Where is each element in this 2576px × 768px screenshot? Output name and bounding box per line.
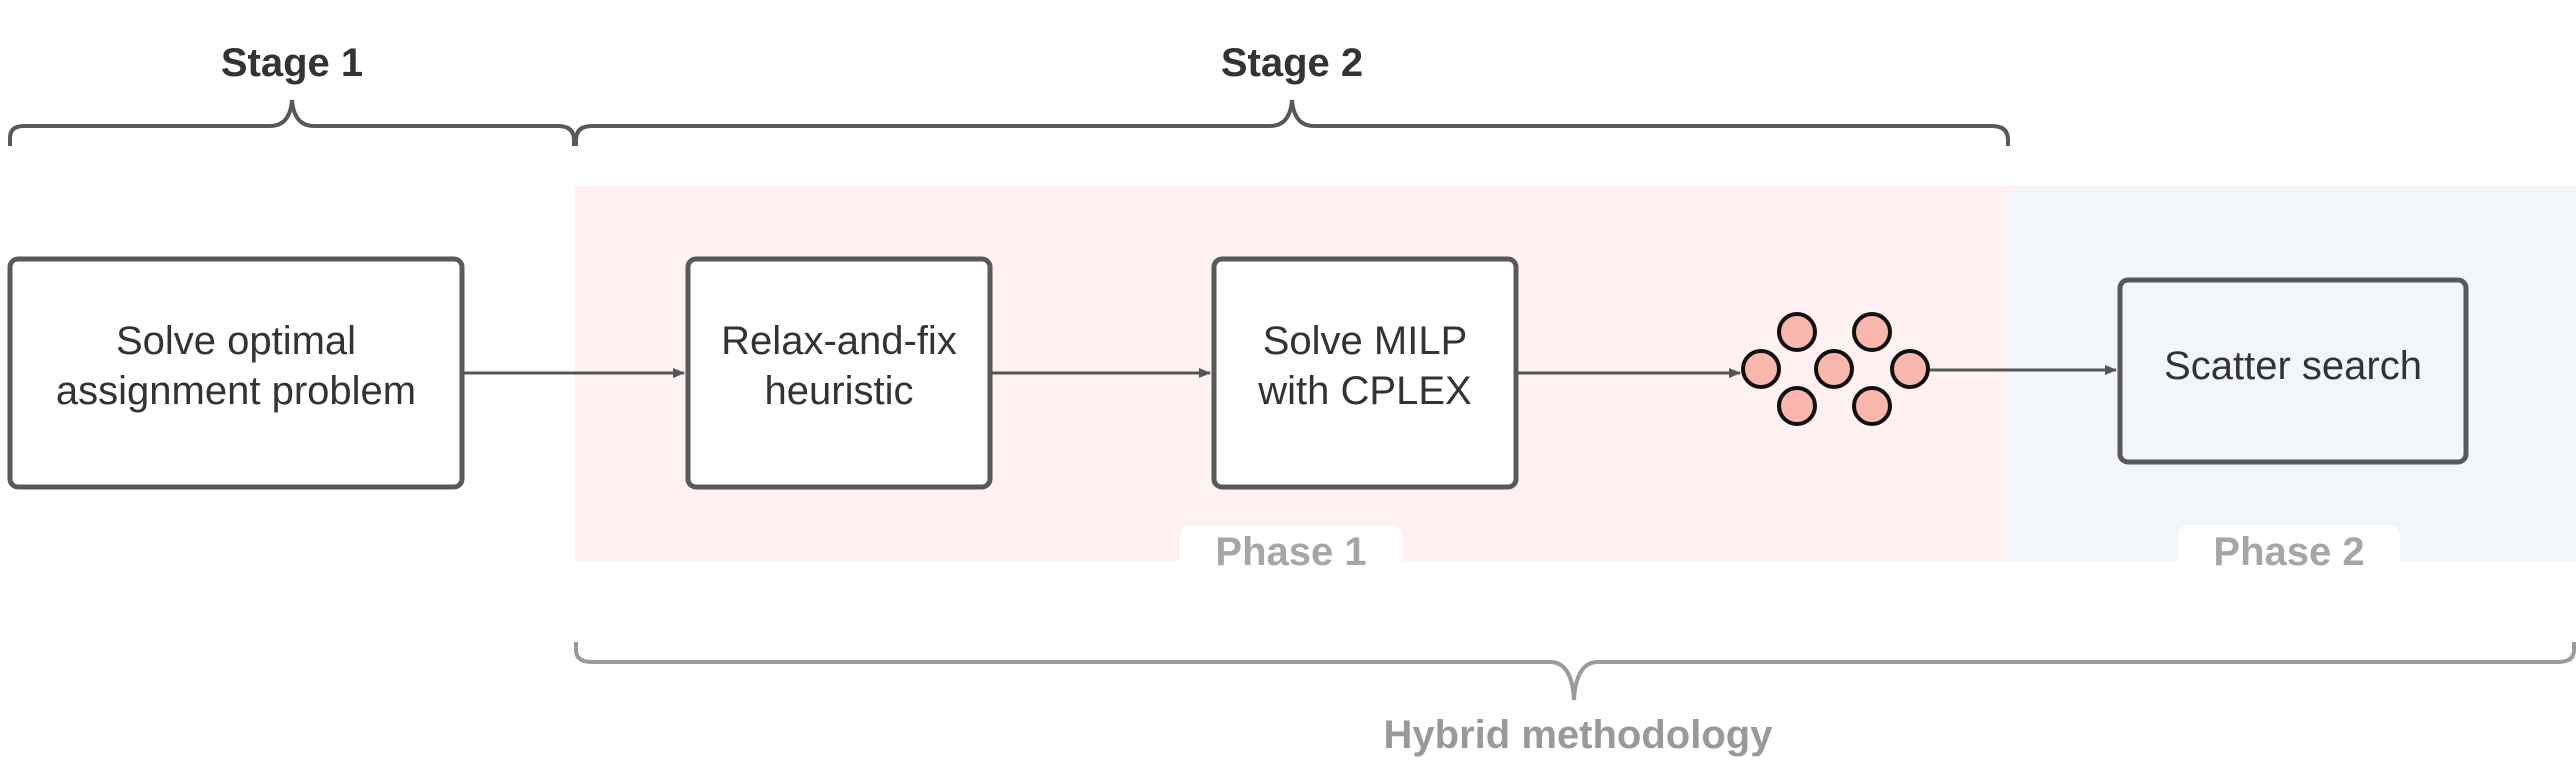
assignment-box-line2: assignment problem bbox=[56, 369, 416, 413]
relax-fix-box-line2: heuristic bbox=[765, 369, 914, 413]
relax-fix-box-line1: Relax-and-fix bbox=[721, 319, 957, 363]
scatter-search-box-label: Scatter search bbox=[2164, 344, 2422, 388]
phase1-tab bbox=[1180, 525, 1402, 575]
solution-dot bbox=[1814, 349, 1854, 389]
solution-dot bbox=[1852, 386, 1892, 426]
solution-dot bbox=[1852, 312, 1892, 352]
assignment-box-line1: Solve optimal bbox=[116, 319, 356, 363]
solution-dot bbox=[1741, 349, 1781, 389]
milp-box-line2: with CPLEX bbox=[1257, 369, 1471, 413]
phase1-label: Phase 1 bbox=[1215, 530, 1366, 574]
milp-box-line1: Solve MILP bbox=[1263, 319, 1468, 363]
stage1-brace bbox=[8, 99, 576, 146]
solution-dot bbox=[1777, 312, 1817, 352]
relax-fix-box: Relax-and-fix heuristic bbox=[685, 256, 993, 490]
stage1-label: Stage 1 bbox=[221, 41, 363, 85]
methodology-label: Hybrid methodology bbox=[1384, 713, 1774, 757]
solution-dot bbox=[1777, 386, 1817, 426]
stage2-label: Stage 2 bbox=[1221, 41, 1363, 85]
scatter-search-box: Scatter search bbox=[2117, 277, 2469, 465]
assignment-box: Solve optimal assignment problem bbox=[7, 256, 465, 490]
phase2-tab bbox=[2178, 525, 2400, 575]
solution-population bbox=[1741, 312, 1930, 426]
stage2-brace bbox=[574, 99, 2010, 146]
solution-dot bbox=[1890, 349, 1930, 389]
milp-box: Solve MILP with CPLEX bbox=[1211, 256, 1519, 490]
phase2-label: Phase 2 bbox=[2213, 530, 2364, 574]
methodology-brace bbox=[574, 642, 2576, 701]
